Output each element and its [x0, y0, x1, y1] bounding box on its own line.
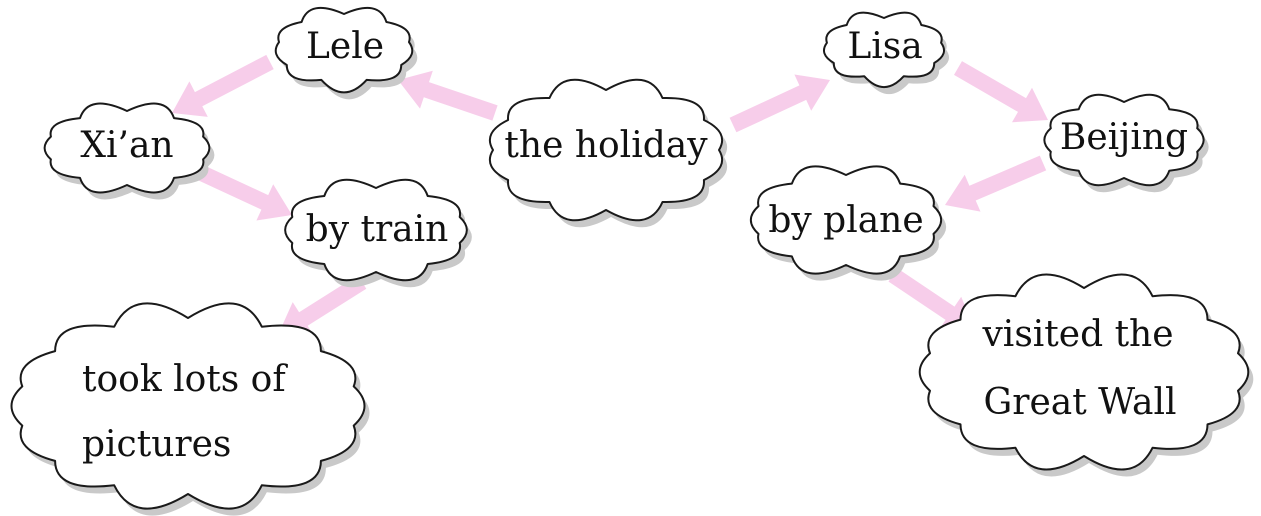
center-topic-label: the holiday [504, 125, 708, 166]
cloud-by-plane: by plane [749, 165, 947, 281]
person-name-label: Lisa [847, 26, 922, 67]
arrow-lele-to-xian [172, 54, 274, 117]
cloud-shape [43, 102, 215, 200]
cloud-center: the holiday [488, 78, 728, 228]
arrow-shape [945, 155, 1047, 212]
arrow-shape [888, 268, 975, 330]
transport-label: by plane [768, 200, 923, 241]
cloud-outline [488, 78, 724, 222]
arrow-shape [278, 275, 367, 336]
arrow-shape [954, 61, 1048, 123]
cloud-outline [10, 302, 366, 510]
cloud-pictures: took lots of pictures [10, 302, 370, 516]
cloud-outline [274, 6, 414, 94]
place-label: Beijing [1060, 117, 1188, 158]
cloud-beijing: Beijing [1043, 93, 1209, 193]
arrow-shape [191, 162, 292, 221]
cloud-great-wall: visited the Great Wall [918, 273, 1254, 477]
cloud-shape [1043, 93, 1209, 193]
arrow-center-to-lele [398, 70, 498, 121]
cloud-outline [284, 178, 468, 282]
cloud-shape [822, 11, 950, 95]
cloud-shape [749, 165, 947, 281]
arrow-shape [398, 70, 498, 121]
cloud-outline [822, 11, 946, 89]
cloud-xian: Xi’an [43, 102, 215, 200]
cloud-lele: Lele [274, 6, 418, 100]
arrow-xian-to-by-train [191, 162, 292, 221]
arrow-shape [172, 54, 274, 117]
arrow-shape [729, 74, 830, 133]
cloud-shape [284, 178, 472, 288]
activity-line-2: Great Wall [983, 382, 1176, 423]
cloud-outline [749, 165, 943, 275]
activity-line-1: visited the [981, 314, 1173, 355]
cloud-shape [10, 302, 370, 516]
arrow-center-to-lisa [729, 74, 830, 133]
cloud-lisa: Lisa [822, 11, 950, 95]
transport-label: by train [306, 209, 449, 250]
cloud-outline [43, 102, 211, 194]
place-label: Xi’an [80, 125, 173, 166]
person-name-label: Lele [306, 26, 384, 67]
cloud-shape [918, 273, 1254, 477]
arrow-by-train-to-pictures [278, 275, 367, 336]
cloud-outline [918, 273, 1250, 471]
activity-line-2: pictures [82, 424, 231, 465]
cloud-shape [274, 6, 418, 100]
arrow-beijing-to-by-plane [945, 155, 1047, 212]
arrow-lisa-to-beijing [954, 61, 1048, 123]
cloud-shape [488, 78, 728, 228]
cloud-by-train: by train [284, 178, 472, 288]
activity-line-1: took lots of [82, 359, 288, 400]
cloud-outline [1043, 93, 1205, 187]
arrow-by-plane-to-great-wall [888, 268, 975, 330]
arrows [172, 54, 1048, 336]
